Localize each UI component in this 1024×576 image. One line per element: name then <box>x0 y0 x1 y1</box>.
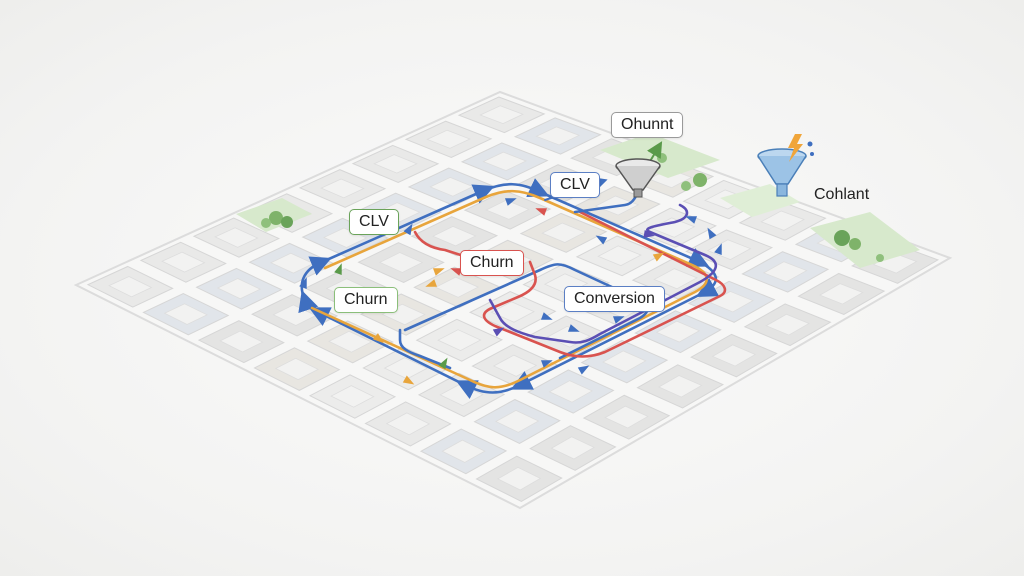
route-arrowhead <box>450 268 463 276</box>
route-arrowhead <box>567 324 580 332</box>
lightning-icon <box>788 134 814 162</box>
route-arrowhead <box>402 375 415 385</box>
park-left <box>236 198 312 232</box>
label-ohunnt: Ohunnt <box>611 112 684 138</box>
route-arrowhead <box>372 333 384 344</box>
building <box>762 261 808 283</box>
route-arrowhead <box>504 198 517 206</box>
building <box>550 436 595 460</box>
building <box>216 278 262 300</box>
route-arrowhead <box>643 230 655 238</box>
route-arrowhead <box>652 252 665 262</box>
building <box>496 466 542 491</box>
funnel-icon <box>615 158 661 198</box>
route-arrowhead <box>535 208 548 216</box>
route-arrowhead <box>403 223 413 236</box>
route-arrowhead <box>438 357 448 370</box>
route-arrowhead <box>432 268 445 276</box>
side-funnel-icon <box>757 148 807 197</box>
building <box>604 405 649 429</box>
building <box>214 227 259 248</box>
route-arrowhead <box>577 365 590 375</box>
building <box>161 251 206 273</box>
building <box>482 151 527 172</box>
building <box>818 283 864 305</box>
label-churn-center: Churn <box>460 250 524 276</box>
building <box>495 409 540 433</box>
label-clv-left: CLV <box>349 209 399 235</box>
building <box>535 126 581 146</box>
route-arrowhead <box>685 216 698 224</box>
building <box>765 313 810 336</box>
purple-route <box>488 203 717 344</box>
building <box>441 439 486 463</box>
route-arrows <box>299 198 722 385</box>
building <box>426 129 471 149</box>
route-arrowhead <box>714 243 722 256</box>
building <box>219 330 264 353</box>
route-arrowhead <box>540 312 553 320</box>
route-arrowhead <box>299 277 307 290</box>
route-arrowhead <box>334 263 342 276</box>
building <box>108 276 153 298</box>
route-arrowhead <box>595 235 608 245</box>
red-route <box>413 210 727 358</box>
label-cohlant: Cohlant <box>814 186 870 203</box>
building <box>385 412 431 436</box>
label-clv-top: CLV <box>550 172 600 198</box>
label-churn-left: Churn <box>334 287 398 313</box>
blue-inner-route <box>398 263 649 370</box>
route-arrowhead <box>492 327 505 337</box>
route-arrowhead <box>540 360 553 368</box>
building <box>479 105 524 125</box>
route-lines <box>300 141 727 393</box>
route-arrowhead <box>612 316 625 324</box>
route-arrowhead <box>425 279 438 287</box>
building <box>163 303 208 325</box>
label-conversion: Conversion <box>564 286 665 312</box>
building <box>373 154 418 174</box>
building <box>760 210 805 231</box>
route-arrowhead <box>707 227 717 240</box>
